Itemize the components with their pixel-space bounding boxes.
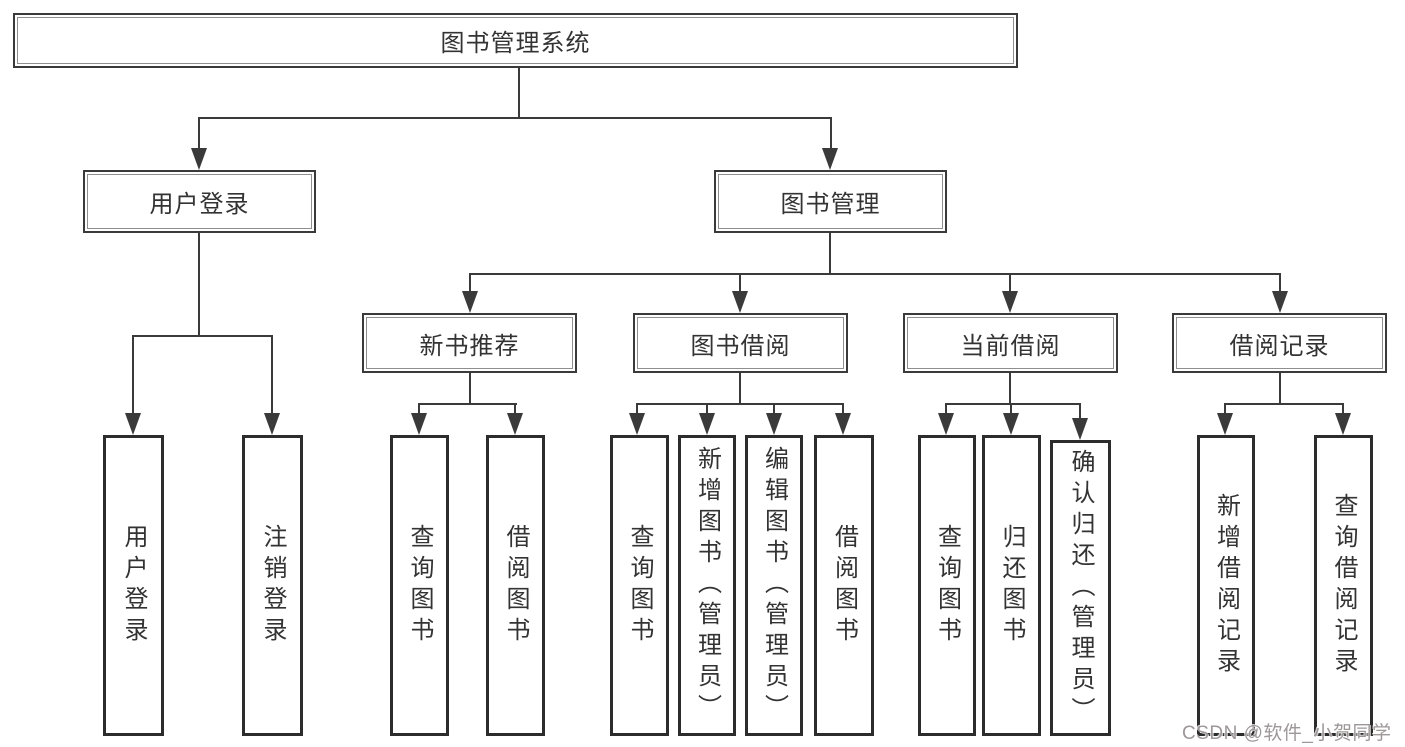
connector-line [132, 335, 273, 337]
connector-line [945, 403, 947, 415]
connector-line [829, 233, 831, 275]
connector-line [1224, 403, 1226, 415]
arrow-down-icon [822, 148, 838, 170]
leaf-add-books-admin: 新增图书（管理员） [678, 435, 736, 736]
connector-line [198, 117, 832, 119]
connector-line [198, 233, 200, 337]
node-user-login: 用户登录 [83, 170, 316, 233]
arrow-down-icon [264, 413, 280, 435]
arrow-down-icon [1335, 413, 1351, 435]
node-root-library-system: 图书管理系统 [13, 13, 1018, 68]
connector-line [1279, 273, 1281, 293]
connector-line [739, 273, 741, 293]
connector-line [1009, 373, 1011, 405]
connector-line [518, 66, 520, 119]
arrow-down-icon [125, 413, 141, 435]
connector-line [1009, 273, 1011, 293]
arrow-down-icon [1072, 418, 1088, 440]
connector-line [1279, 373, 1281, 405]
connector-line [1342, 403, 1344, 415]
connector-line [271, 335, 273, 415]
connector-line [945, 403, 1081, 405]
connector-line [418, 403, 420, 415]
arrow-down-icon [766, 413, 782, 435]
arrow-down-icon [732, 291, 748, 313]
arrow-down-icon [191, 148, 207, 170]
connector-line [706, 403, 708, 415]
leaf-query-books: 查询图书 [390, 435, 449, 736]
arrow-down-icon [507, 413, 523, 435]
leaf-return-books: 归还图书 [982, 435, 1041, 736]
connector-line [132, 335, 134, 415]
node-borrowing-records: 借阅记录 [1172, 313, 1387, 373]
arrow-down-icon [938, 413, 954, 435]
leaf-logout: 注销登录 [242, 435, 303, 736]
node-book-borrowing: 图书借阅 [633, 313, 848, 373]
node-book-management: 图书管理 [714, 170, 947, 233]
connector-line [469, 273, 1281, 275]
arrow-down-icon [1003, 413, 1019, 435]
leaf-edit-books-admin: 编辑图书（管理员） [745, 435, 803, 736]
arrow-down-icon [1002, 291, 1018, 313]
connector-line [636, 403, 844, 405]
connector-line [842, 403, 844, 415]
leaf-borrow-books: 借阅图书 [486, 435, 545, 736]
arrow-down-icon [1217, 413, 1233, 435]
leaf-query-books: 查询图书 [918, 435, 976, 736]
leaf-confirm-return-admin: 确认归还（管理员） [1050, 440, 1111, 736]
arrow-down-icon [1272, 291, 1288, 313]
connector-line [636, 403, 638, 415]
leaf-add-borrow-record: 新增借阅记录 [1197, 435, 1255, 736]
connector-line [1079, 403, 1081, 420]
connector-line [469, 273, 471, 293]
connector-line [773, 403, 775, 415]
connector-line [198, 117, 200, 151]
connector-line [1224, 403, 1344, 405]
arrow-down-icon [411, 413, 427, 435]
watermark: CSDN @软件_小贺同学 [1182, 723, 1392, 744]
connector-line [830, 117, 832, 151]
leaf-query-borrow-record: 查询借阅记录 [1314, 435, 1373, 736]
connector-line [469, 373, 471, 405]
arrow-down-icon [462, 291, 478, 313]
connector-line [514, 403, 516, 415]
connector-line [1010, 403, 1012, 415]
arrow-down-icon [835, 413, 851, 435]
leaf-user-login: 用户登录 [103, 435, 164, 736]
leaf-borrow-books: 借阅图书 [814, 435, 874, 736]
arrow-down-icon [629, 413, 645, 435]
connector-line [418, 403, 517, 405]
connector-line [739, 373, 741, 405]
leaf-query-books: 查询图书 [610, 435, 669, 736]
arrow-down-icon [699, 413, 715, 435]
node-current-borrowing: 当前借阅 [903, 313, 1118, 373]
node-new-book-recommendation: 新书推荐 [362, 313, 577, 373]
